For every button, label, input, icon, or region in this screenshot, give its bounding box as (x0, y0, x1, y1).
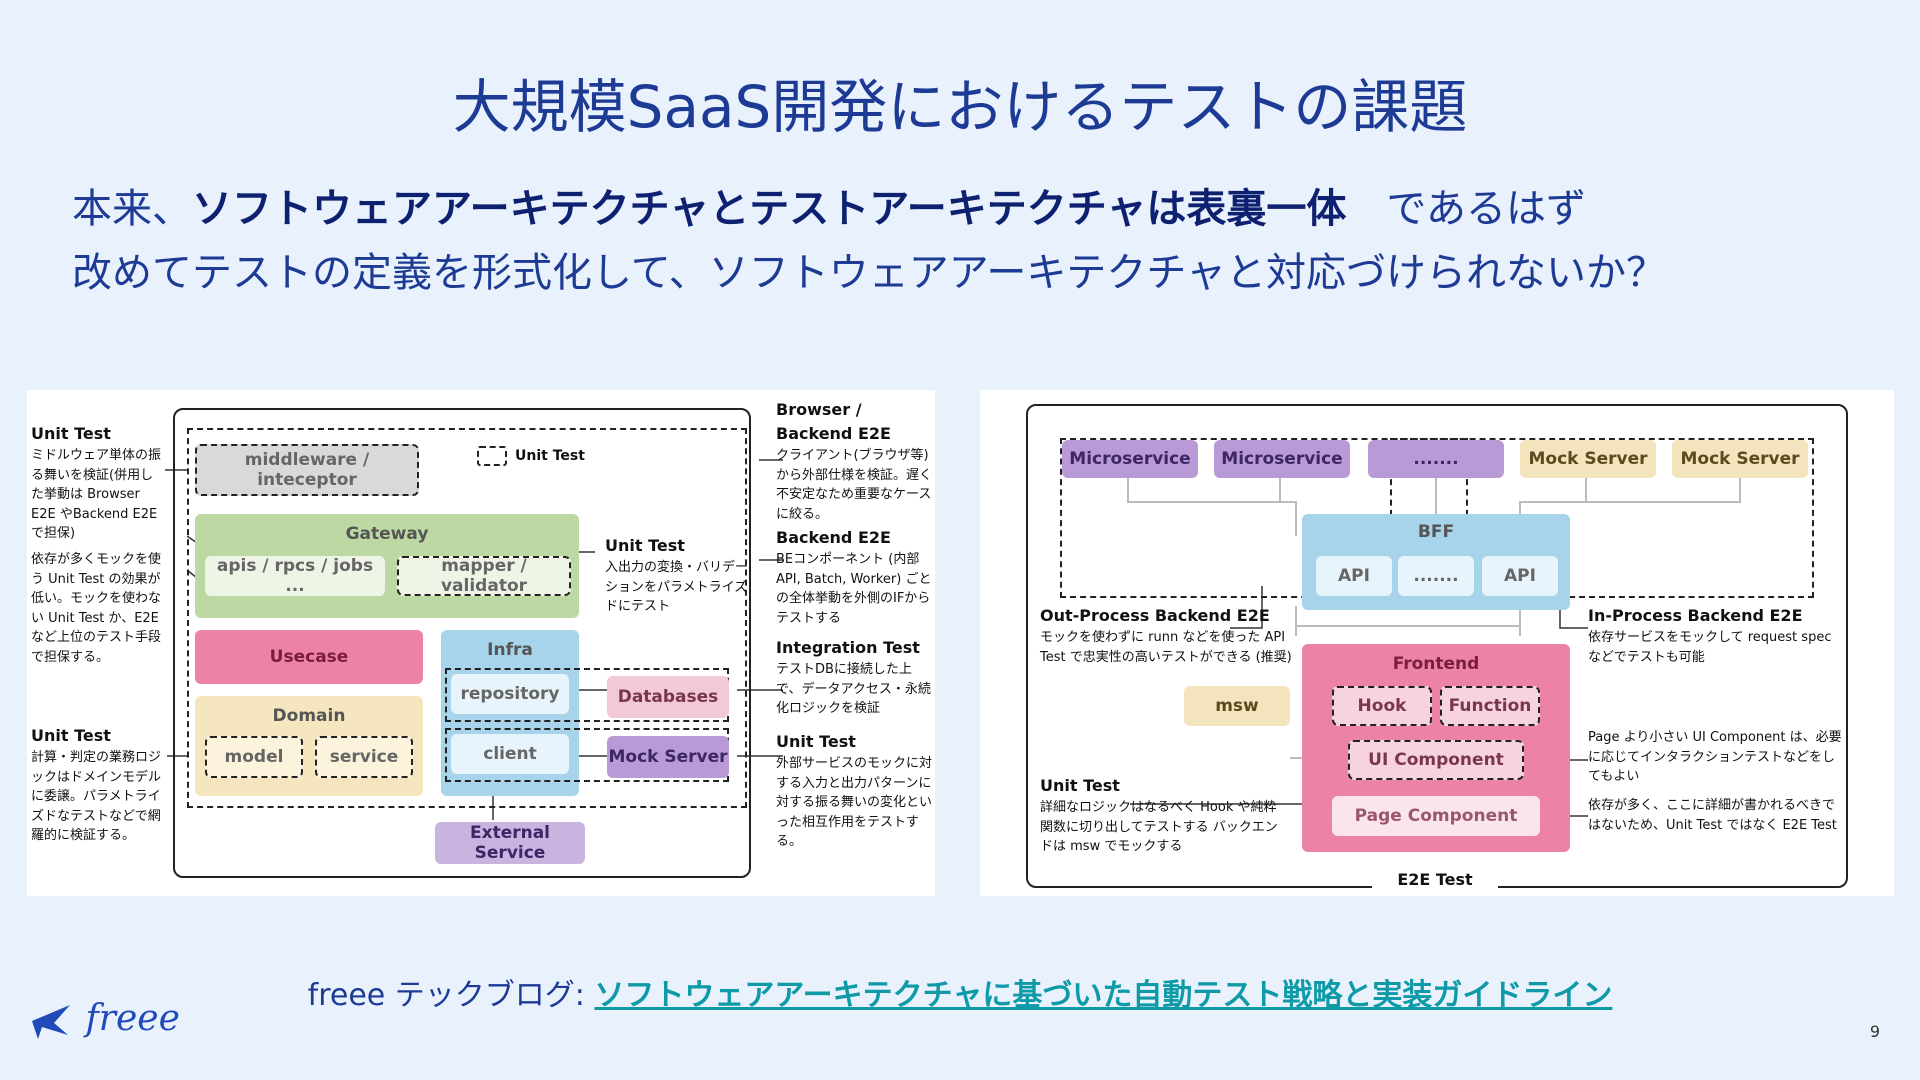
microservice-2: Microservice (1214, 440, 1350, 478)
repository-box: repository (451, 674, 569, 714)
mapper-box: mapper / validator (397, 556, 571, 596)
domain-title: Domain (272, 706, 346, 726)
note-in-process: In-Process Backend E2E 依存サービスをモックして requ… (1588, 604, 1842, 667)
bff-api-2: API (1482, 556, 1558, 596)
infra-title: Infra (487, 640, 533, 660)
note-unit-client-body: 外部サービスのモックに対する入力と出力パターンに対する振る舞いの変化といった相互… (776, 756, 933, 849)
databases-box: Databases (607, 676, 729, 718)
note-unit-middleware-body: ミドルウェア単体の振る舞いを検証(併用した挙動は Browser E2E やBa… (31, 448, 162, 541)
bff-api-more: ....... (1398, 556, 1474, 596)
note-unit-client-head: Unit Test (776, 732, 856, 751)
note-unit-middleware-head: Unit Test (31, 424, 111, 443)
microservice-more: ....... (1368, 440, 1504, 478)
note-out-process: Out-Process Backend E2E モックを使わずに runn など… (1040, 604, 1294, 667)
logo-text: freee (85, 998, 180, 1039)
note-unit-mapper-body: 入出力の変換・バリデーションをパラメトライズドにテスト (605, 560, 749, 614)
line1-prefix: 本来、 (72, 186, 192, 232)
footer-blog-link[interactable]: ソフトウェアアーキテクチャに基づいた自動テスト戦略と実装ガイドライン (594, 978, 1613, 1013)
note-browser-e2e: Browser / Backend E2E クライアント(ブラウザ等)から外部仕… (776, 398, 932, 524)
body-line-2: 改めてテストの定義を形式化して、ソフトウェアアーキテクチャと対応づけられないか？ (72, 250, 1666, 296)
note-unit-domain-head: Unit Test (31, 726, 111, 745)
note-browser-e2e-body: クライアント(ブラウザ等)から外部仕様を検証。遅く不安定なため重要なケースに絞る… (776, 448, 933, 522)
external-service-box: External Service (435, 822, 585, 864)
note-ui-component: Page より小さい UI Component は、必要に応じてインタラクション… (1588, 728, 1846, 787)
note-unit-client: Unit Test 外部サービスのモックに対する入力と出力パターンに対する振る舞… (776, 730, 932, 852)
note-unit-mock-body: 依存が多くモックを使う Unit Test の効果が低い。モックを使わない Un… (31, 552, 162, 665)
legend-unit-test-swatch (477, 446, 507, 466)
mock-server-1: Mock Server (1520, 440, 1656, 478)
microservice-1: Microservice (1062, 440, 1198, 478)
legend-unit-test-label: Unit Test (515, 448, 585, 464)
line1-bold: ソフトウェアアーキテクチャとテストアーキテクチャは表裏一体 (192, 186, 1347, 232)
model-box: model (205, 736, 303, 778)
right-diagram-panel: E2E Test Microservice Microservice .....… (980, 390, 1894, 896)
note-integration-test-head: Integration Test (776, 638, 920, 657)
browser-e2e-frame (187, 428, 747, 808)
note-page-component-body: 依存が多く、ここに詳細が書かれるべきではないため、Unit Test ではなく … (1588, 798, 1837, 833)
footer-reference: freee テックブログ: ソフトウェアアーキテクチャに基づいた自動テスト戦略と… (0, 970, 1920, 1014)
gateway-title: Gateway (345, 524, 429, 544)
note-unit-mapper: Unit Test 入出力の変換・バリデーションをパラメトライズドにテスト (605, 534, 755, 617)
note-unit-mapper-head: Unit Test (605, 536, 685, 555)
middleware-box: middleware / inteceptor (195, 444, 419, 496)
mock-server-2: Mock Server (1672, 440, 1808, 478)
page-component-box: Page Component (1332, 796, 1540, 836)
note-integration-test: Integration Test テストDBに接続した上で、データアクセス・永続… (776, 636, 932, 719)
note-unit-mock: 依存が多くモックを使う Unit Test の効果が低い。モックを使わない Un… (31, 550, 165, 667)
service-box: service (315, 736, 413, 778)
function-box: Function (1440, 686, 1540, 726)
left-diagram-panel: Unit Test middleware / inteceptor Gatewa… (27, 390, 935, 896)
note-in-process-body: 依存サービスをモックして request spec などでテストも可能 (1588, 630, 1832, 665)
mock-server-box: Mock Server (607, 736, 729, 778)
note-ui-component-body: Page より小さい UI Component は、必要に応じてインタラクション… (1588, 730, 1842, 784)
note-out-process-body: モックを使わずに runn などを使った API Test で忠実性の高いテスト… (1040, 630, 1292, 665)
page-number: 9 (1869, 1022, 1880, 1041)
note-integration-test-body: テストDBに接続した上で、データアクセス・永続化ロジックを検証 (776, 662, 931, 716)
backend-e2e-frame (173, 408, 751, 878)
frontend-title: Frontend (1392, 654, 1480, 674)
note-frontend-unit-body: 詳細なロジックはなるべく Hook や純粋関数に切り出してテストする バックエン… (1040, 800, 1278, 854)
hook-box: Hook (1332, 686, 1432, 726)
client-box: client (451, 734, 569, 774)
usecase-box: Usecase (195, 630, 423, 684)
e2e-test-label: E2E Test (1372, 868, 1498, 892)
note-page-component: 依存が多く、ここに詳細が書かれるべきではないため、Unit Test ではなく … (1588, 796, 1846, 835)
apis-box: apis / rpcs / jobs ... (205, 556, 385, 596)
note-unit-middleware: Unit Test ミドルウェア単体の振る舞いを検証(併用した挙動は Brows… (31, 422, 165, 544)
note-unit-domain-body: 計算・判定の業務ロジックはドメインモデルに委譲。パラメトライズドなテストなどで網… (31, 750, 162, 843)
footer-prefix: freee テックブログ: (307, 978, 595, 1013)
note-in-process-head: In-Process Backend E2E (1588, 606, 1803, 625)
note-frontend-unit: Unit Test 詳細なロジックはなるべく Hook や純粋関数に切り出してテ… (1040, 774, 1284, 857)
bff-title: BFF (1417, 522, 1455, 542)
note-out-process-head: Out-Process Backend E2E (1040, 606, 1270, 625)
note-backend-e2e: Backend E2E BEコンポーネント (内部API, Batch, Wor… (776, 526, 932, 628)
body-line-1: 本来、ソフトウェアアーキテクチャとテストアーキテクチャは表裏一体であるはず (72, 176, 1586, 234)
note-backend-e2e-head: Backend E2E (776, 528, 891, 547)
note-unit-domain: Unit Test 計算・判定の業務ロジックはドメインモデルに委譲。パラメトライ… (31, 724, 165, 846)
page-title: 大規模SaaS開発におけるテストの課題 (452, 73, 1468, 141)
line1-suffix: であるはず (1386, 186, 1587, 232)
ui-component-box: UI Component (1348, 740, 1524, 780)
note-browser-e2e-head: Browser / Backend E2E (776, 400, 891, 443)
note-backend-e2e-body: BEコンポーネント (内部API, Batch, Worker) ごとの全体挙動… (776, 552, 932, 626)
freee-logo: freee (28, 998, 180, 1043)
note-frontend-unit-head: Unit Test (1040, 776, 1120, 795)
bird-icon (32, 1005, 70, 1039)
msw-box: msw (1184, 686, 1290, 726)
bff-api-1: API (1316, 556, 1392, 596)
